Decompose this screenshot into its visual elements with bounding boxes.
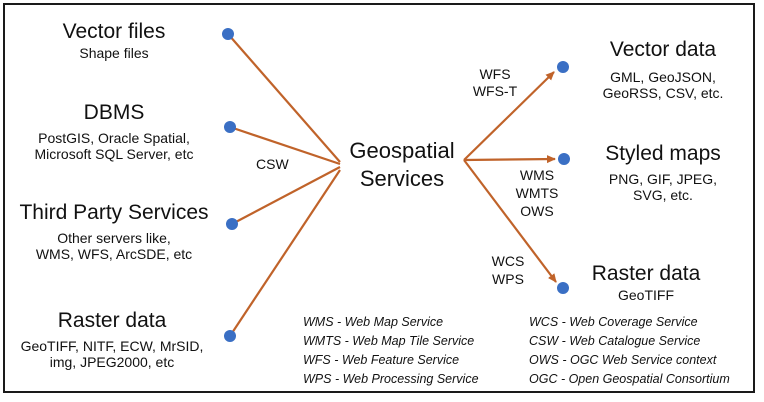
link-third-party bbox=[231, 166, 341, 225]
protocol-label: WFS bbox=[479, 66, 511, 82]
source-detail-line1: GeoTIFF, NITF, ECW, MrSID, bbox=[20, 337, 204, 354]
protocol-label: WCS bbox=[491, 253, 525, 269]
protocols-vector: WFS WFS-T bbox=[472, 66, 518, 99]
legend-item: WPS - Web Processing Service bbox=[303, 372, 479, 386]
source-detail-line2: Microsoft SQL Server, etc bbox=[34, 146, 194, 163]
output-detail-line2: SVG, etc. bbox=[633, 187, 693, 204]
source-raster-data: Raster data GeoTIFF, NITF, ECW, MrSID, i… bbox=[6, 309, 218, 371]
output-detail: GeoTIFF bbox=[617, 286, 674, 303]
protocol-label: OWS bbox=[520, 203, 554, 220]
output-detail-line1: PNG, GIF, JPEG, bbox=[608, 170, 718, 187]
protocol-label: WMS bbox=[519, 167, 555, 183]
output-detail-line2: GeoRSS, CSV, etc. bbox=[602, 85, 724, 102]
source-vector-files: Vector files Shape files bbox=[36, 20, 192, 61]
source-title: Third Party Services bbox=[19, 201, 209, 224]
node-raster-input bbox=[224, 330, 236, 342]
node-third-party bbox=[226, 218, 238, 230]
source-title: DBMS bbox=[83, 101, 145, 124]
legend-item: WFS - Web Feature Service bbox=[303, 353, 460, 367]
source-third-party: Third Party Services Other servers like,… bbox=[10, 201, 218, 263]
legend-item: WCS - Web Coverage Service bbox=[529, 315, 698, 329]
output-detail-line1: GML, GeoJSON, bbox=[610, 68, 716, 85]
arrow-raster-data bbox=[463, 159, 557, 283]
legend-item: OGC - Open Geospatial Consortium bbox=[529, 372, 730, 386]
node-dbms bbox=[224, 121, 236, 133]
output-title: Vector data bbox=[609, 38, 717, 61]
legend-right: WCS - Web Coverage Service CSW - Web Cat… bbox=[529, 313, 730, 389]
node-vector-files bbox=[222, 28, 234, 40]
link-dbms bbox=[229, 125, 341, 166]
source-detail: Shape files bbox=[79, 44, 149, 61]
source-detail-line1: Other servers like, bbox=[57, 229, 171, 246]
center-line2: Services bbox=[359, 165, 445, 191]
arrow-vector-data bbox=[463, 71, 555, 161]
protocol-label: WMTS bbox=[515, 185, 559, 202]
source-dbms: DBMS PostGIS, Oracle Spatial, Microsoft … bbox=[10, 101, 218, 163]
legend-item: WMS - Web Map Service bbox=[303, 315, 444, 329]
output-styled-maps: Styled maps PNG, GIF, JPEG, SVG, etc. bbox=[580, 142, 746, 204]
node-vector-data bbox=[557, 61, 569, 73]
legend-item: OWS - OGC Web Service context bbox=[529, 353, 717, 367]
arrow-styled-maps bbox=[463, 155, 556, 164]
geospatial-services-hub: Geospatial Services bbox=[340, 137, 464, 192]
link-vector-files bbox=[227, 33, 341, 163]
protocol-label: WFS-T bbox=[472, 82, 518, 99]
csw-label: CSW bbox=[256, 156, 289, 172]
source-detail-line1: PostGIS, Oracle Spatial, bbox=[38, 129, 190, 146]
source-title: Vector files bbox=[62, 20, 166, 43]
protocol-label: WPS bbox=[492, 271, 524, 288]
link-raster-input bbox=[229, 169, 341, 337]
source-detail-line2: img, JPEG2000, etc bbox=[49, 354, 175, 371]
output-raster-data: Raster data GeoTIFF bbox=[586, 262, 706, 303]
legend-left: WMS - Web Map Service WMTS - Web Map Til… bbox=[303, 313, 479, 389]
legend-item: CSW - Web Catalogue Service bbox=[529, 334, 701, 348]
node-raster-output bbox=[557, 282, 569, 294]
output-vector-data: Vector data GML, GeoJSON, GeoRSS, CSV, e… bbox=[580, 38, 746, 102]
node-styled-maps bbox=[558, 153, 570, 165]
output-title: Raster data bbox=[591, 262, 701, 285]
diagram-frame bbox=[3, 3, 755, 393]
protocols-styled: WMS WMTS OWS bbox=[514, 166, 560, 221]
output-title: Styled maps bbox=[605, 142, 721, 165]
protocols-raster: WCS WPS bbox=[488, 252, 528, 288]
source-detail-line2: WMS, WFS, ArcSDE, etc bbox=[35, 246, 193, 263]
source-title: Raster data bbox=[57, 309, 167, 332]
center-line1: Geospatial bbox=[349, 138, 455, 163]
legend-item: WMTS - Web Map Tile Service bbox=[303, 334, 475, 348]
